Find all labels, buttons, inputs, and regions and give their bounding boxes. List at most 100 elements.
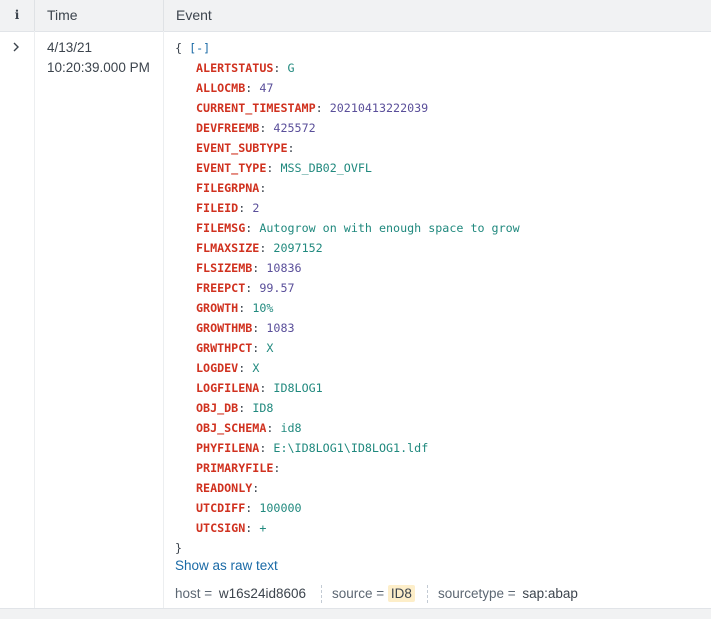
json-field-value[interactable]: 10836 bbox=[266, 261, 302, 275]
json-field-value[interactable]: 10% bbox=[252, 301, 274, 315]
event-column-header[interactable]: Event bbox=[163, 0, 711, 31]
json-field-value[interactable]: X bbox=[252, 361, 260, 375]
json-field-key[interactable]: FLMAXSIZE bbox=[196, 241, 260, 255]
open-brace: { bbox=[175, 41, 183, 55]
event-meta-fields: host = w16s24id8606 source = ID8 sourcet… bbox=[175, 583, 581, 605]
key-value-colon: : bbox=[273, 61, 288, 75]
json-field-key[interactable]: LOGDEV bbox=[196, 361, 239, 375]
key-value-colon: : bbox=[252, 321, 267, 335]
json-field-row: UTCSIGN: + bbox=[175, 518, 520, 538]
event-row: 4/13/21 10:20:39.000 PM { [-] ALERTSTATU… bbox=[0, 31, 711, 608]
json-field-key[interactable]: DEVFREEMB bbox=[196, 121, 260, 135]
key-value-colon: : bbox=[252, 481, 260, 495]
key-value-colon: : bbox=[259, 241, 274, 255]
json-field-row: LOGDEV: X bbox=[175, 358, 520, 378]
json-field-key[interactable]: OBJ_SCHEMA bbox=[196, 421, 267, 435]
time-column-header[interactable]: Time bbox=[34, 0, 163, 31]
info-column-header[interactable]: i bbox=[14, 8, 20, 22]
json-field-key[interactable]: ALLOCMB bbox=[196, 81, 246, 95]
json-field-value[interactable]: G bbox=[287, 61, 295, 75]
key-value-colon: : bbox=[273, 461, 281, 475]
json-field-value[interactable]: 100000 bbox=[259, 501, 302, 515]
sourcetype-field: sourcetype = sap:abap bbox=[438, 583, 581, 605]
json-field-row: UTCDIFF: 100000 bbox=[175, 498, 520, 518]
key-value-colon: : bbox=[287, 141, 295, 155]
key-value-colon: : bbox=[238, 201, 253, 215]
json-field-row: FLSIZEMB: 10836 bbox=[175, 258, 520, 278]
json-field-key[interactable]: UTCSIGN bbox=[196, 521, 246, 535]
key-value-colon: : bbox=[238, 361, 253, 375]
host-field: host = w16s24id8606 bbox=[175, 583, 309, 605]
json-field-value[interactable]: Autogrow on with enough space to grow bbox=[259, 221, 520, 235]
json-field-value[interactable]: id8 bbox=[280, 421, 302, 435]
json-field-value[interactable]: + bbox=[259, 521, 267, 535]
json-field-row: READONLY: bbox=[175, 478, 520, 498]
json-field-value[interactable]: X bbox=[266, 341, 274, 355]
key-value-colon: : bbox=[252, 261, 267, 275]
json-field-key[interactable]: EVENT_TYPE bbox=[196, 161, 267, 175]
json-field-row: GROWTHMB: 1083 bbox=[175, 318, 520, 338]
column-divider bbox=[163, 31, 164, 608]
host-field-value[interactable]: w16s24id8606 bbox=[218, 586, 306, 601]
json-field-value[interactable]: 2 bbox=[252, 201, 260, 215]
key-value-colon: : bbox=[315, 101, 330, 115]
key-value-colon: : bbox=[266, 161, 281, 175]
json-field-row: FILEID: 2 bbox=[175, 198, 520, 218]
json-field-key[interactable]: GRWTHPCT bbox=[196, 341, 253, 355]
json-field-row: EVENT_TYPE: MSS_DB02_OVFL bbox=[175, 158, 520, 178]
json-field-key[interactable]: FREEPCT bbox=[196, 281, 246, 295]
show-raw-text-link[interactable]: Show as raw text bbox=[175, 558, 278, 573]
json-field-row: GRWTHPCT: X bbox=[175, 338, 520, 358]
json-field-value[interactable]: 2097152 bbox=[273, 241, 323, 255]
json-field-key[interactable]: PHYFILENA bbox=[196, 441, 260, 455]
json-field-value[interactable]: E:\ID8LOG1\ID8LOG1.ldf bbox=[273, 441, 429, 455]
json-field-value[interactable]: 99.57 bbox=[259, 281, 295, 295]
json-field-key[interactable]: PRIMARYFILE bbox=[196, 461, 274, 475]
key-value-colon: : bbox=[259, 381, 274, 395]
json-field-key[interactable]: ALERTSTATUS bbox=[196, 61, 274, 75]
json-field-value[interactable]: MSS_DB02_OVFL bbox=[280, 161, 372, 175]
source-field-key: source = bbox=[332, 586, 385, 601]
key-value-colon: : bbox=[259, 121, 274, 135]
json-field-row: LOGFILENA: ID8LOG1 bbox=[175, 378, 520, 398]
key-value-colon: : bbox=[266, 421, 281, 435]
json-field-key[interactable]: FLSIZEMB bbox=[196, 261, 253, 275]
json-field-row: EVENT_SUBTYPE: bbox=[175, 138, 520, 158]
chevron-right-icon[interactable] bbox=[8, 39, 24, 55]
json-field-key[interactable]: OBJ_DB bbox=[196, 401, 239, 415]
key-value-colon: : bbox=[252, 341, 267, 355]
json-field-key[interactable]: GROWTHMB bbox=[196, 321, 253, 335]
json-field-key[interactable]: FILEGRPNA bbox=[196, 181, 260, 195]
key-value-colon: : bbox=[245, 81, 260, 95]
event-timestamp: 4/13/21 10:20:39.000 PM bbox=[47, 38, 150, 78]
key-value-colon: : bbox=[245, 281, 260, 295]
sourcetype-field-value[interactable]: sap:abap bbox=[522, 586, 578, 601]
column-divider bbox=[34, 31, 35, 608]
results-table-header: i Time Event bbox=[0, 0, 711, 32]
json-field-value[interactable]: 1083 bbox=[266, 321, 295, 335]
json-field-value[interactable]: 20210413222039 bbox=[329, 101, 429, 115]
json-field-row: OBJ_SCHEMA: id8 bbox=[175, 418, 520, 438]
json-field-key[interactable]: CURRENT_TIMESTAMP bbox=[196, 101, 316, 115]
key-value-colon: : bbox=[245, 221, 260, 235]
json-field-key[interactable]: LOGFILENA bbox=[196, 381, 260, 395]
json-field-row: FILEMSG: Autogrow on with enough space t… bbox=[175, 218, 520, 238]
json-field-key[interactable]: GROWTH bbox=[196, 301, 239, 315]
json-field-key[interactable]: EVENT_SUBTYPE bbox=[196, 141, 288, 155]
json-field-value[interactable]: 47 bbox=[259, 81, 274, 95]
key-value-colon: : bbox=[238, 301, 253, 315]
source-field-value[interactable]: ID8 bbox=[387, 585, 415, 602]
json-field-row: DEVFREEMB: 425572 bbox=[175, 118, 520, 138]
json-field-value[interactable]: 425572 bbox=[273, 121, 316, 135]
json-field-key[interactable]: FILEMSG bbox=[196, 221, 246, 235]
json-field-key[interactable]: READONLY bbox=[196, 481, 253, 495]
json-field-row: FILEGRPNA: bbox=[175, 178, 520, 198]
key-value-colon: : bbox=[259, 441, 274, 455]
json-field-value[interactable]: ID8 bbox=[252, 401, 274, 415]
collapse-toggle[interactable]: [-] bbox=[189, 41, 211, 55]
json-field-key[interactable]: FILEID bbox=[196, 201, 239, 215]
json-field-row: CURRENT_TIMESTAMP: 20210413222039 bbox=[175, 98, 520, 118]
json-field-value[interactable]: ID8LOG1 bbox=[273, 381, 323, 395]
json-field-key[interactable]: UTCDIFF bbox=[196, 501, 246, 515]
